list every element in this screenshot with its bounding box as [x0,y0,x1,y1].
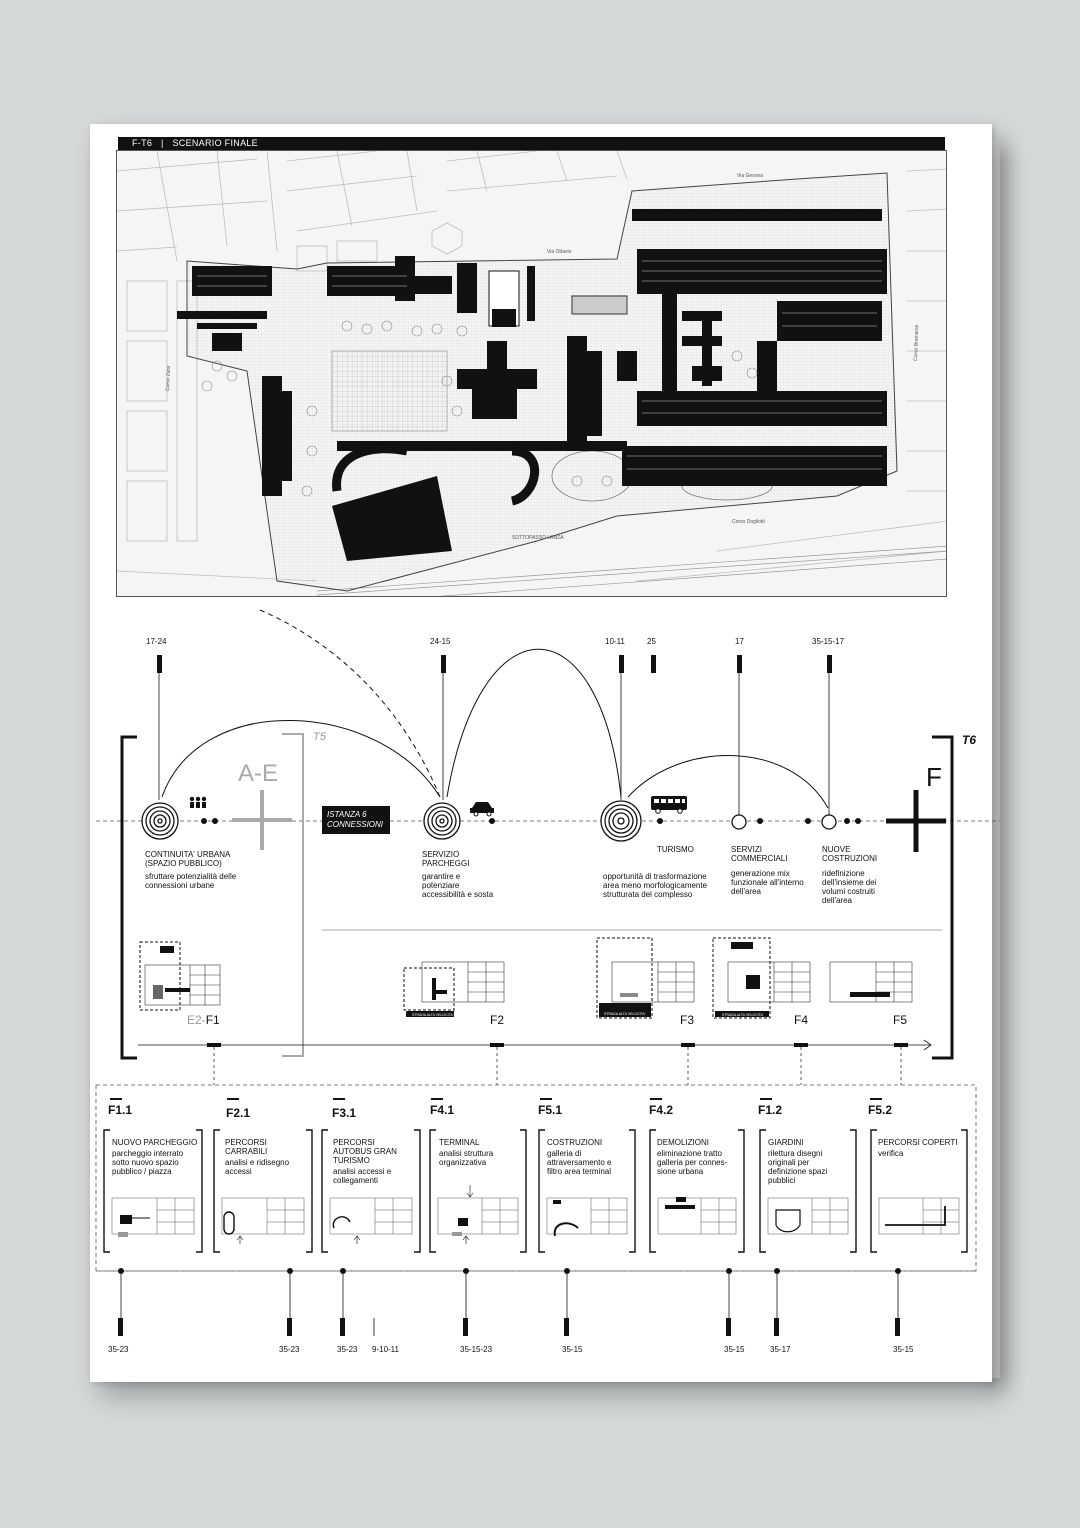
card-6-code: F4.2 [649,1103,674,1117]
node-6-desc: ridefinizione dell'insieme dei volumi co… [822,869,877,905]
node-1: CONTINUITA' URBANA (SPAZIO PUBBLICO) sfr… [145,850,240,890]
node-5: SERVIZI COMMERCIALI generazione mix funz… [731,845,811,896]
card-7-title: GIARDINI [768,1138,804,1147]
top-code-4: 25 [647,637,656,646]
card-8-desc: verifica [878,1149,904,1158]
card-3: PERCORSI AUTOBUS GRAN TURISMO analisi ac… [333,1138,413,1185]
car-icon [470,802,494,817]
street-label-mid: Via Ottavio [547,249,572,255]
card-5-code: F5.1 [538,1103,563,1117]
node-6-title: NUOVE COSTRUZIONI [822,845,878,863]
node-2-desc: garantire e potenziare accessibilità e s… [422,872,494,899]
phase-f1: E2-F1 [187,1013,220,1027]
bottom-code-5: 35-15 [562,1345,583,1354]
istanza-line-1: ISTANZA 6 [327,810,367,819]
bus-icon [651,796,687,814]
top-code-1: 17-24 [146,637,167,646]
top-code-5: 17 [735,637,744,646]
card-8-title: PERCORSI COPERTI [878,1138,958,1147]
card-1-code: F1.1 [108,1103,133,1117]
card-7-code: F1.2 [758,1103,783,1117]
header-bar: F-T6 | SCENARIO FINALE [118,137,945,150]
phase-f2: F2 [490,1013,505,1027]
header-code: F-T6 [132,138,153,148]
phase-f1-label: F1 [205,1013,220,1027]
card-8-code: F5.2 [868,1103,893,1117]
strip-label-f4: STRADA ALTA VELOCITA' [722,1013,764,1017]
card-2-code: F2.1 [226,1106,251,1120]
card-3-title: PERCORSI AUTOBUS GRAN TURISMO [333,1138,397,1165]
card-5-title: COSTRUZIONI [547,1138,603,1147]
phase-f3: F3 [680,1013,695,1027]
istanza-box: ISTANZA 6 CONNESSIONI [322,806,390,834]
card-7-desc: rilettura disegni originali per definizi… [768,1149,828,1185]
strip-label-f2: STRADA ALTA VELOCITA' [412,1013,454,1017]
stage-label: F [926,762,942,792]
prev-tag: T5 [313,731,326,743]
top-code-2: 24-15 [430,637,451,646]
istanza-line-2: CONNESSIONI [327,820,384,829]
card-6-desc: eliminazione tratto galleria per connes-… [657,1149,728,1176]
street-label-bottom: Corso Dogliotti [732,519,765,525]
card-1: NUOVO PARCHEGGIO parcheggio interrato so… [112,1138,200,1176]
card-2: PERCORSI CARRABILI analisi e ridisegno a… [225,1138,305,1176]
card-2-title: PERCORSI CARRABILI [225,1138,268,1156]
node-3-desc: opportunità di trasformazione area meno … [603,872,708,899]
card-4-desc: analisi struttura organizzativa [439,1149,494,1167]
phase-f5: F5 [893,1013,908,1027]
bottom-code-extra: 9-10-11 [372,1345,399,1354]
node-4-title: TURISMO [657,845,694,854]
node-5-desc: generazione mix funzionale all'interno d… [731,869,804,896]
card-7: GIARDINI rilettura disegni originali per… [768,1138,848,1185]
node-1-title: CONTINUITA' URBANA (SPAZIO PUBBLICO) [145,850,230,868]
card-8: PERCORSI COPERTI verifica [878,1138,958,1158]
card-5: COSTRUZIONI galleria di attraversamento … [547,1138,627,1176]
node-3: opportunità di trasformazione area meno … [603,872,713,899]
card-1-title: NUOVO PARCHEGGIO [112,1138,198,1147]
node-2: SERVIZIO PARCHEGGI garantire e potenziar… [422,850,497,899]
card-6-title: DEMOLIZIONI [657,1138,710,1147]
bottom-code-7: 35-17 [770,1345,791,1354]
header-separator: | [161,138,164,148]
top-code-3: 10-11 [605,637,625,646]
phase-f4: F4 [794,1013,809,1027]
prev-stage-label: A-E [238,760,279,787]
card-4-code: F4.1 [430,1103,455,1117]
top-code-6: 35-15-17 [812,637,845,646]
street-label-top: Via Genova [737,173,763,179]
people-icon [189,796,207,808]
node-6: NUOVE COSTRUZIONI ridefinizione dell'ins… [822,845,900,905]
strip-label-f3: STRADA ALTA VELOCITA' [604,1012,646,1016]
site-plan-drawing: Via Genova Via Ottavio Corso Dogliotti S… [117,151,946,596]
card-2-desc: analisi e ridisegno accessi [225,1158,290,1176]
card-3-code: F3.1 [332,1106,357,1120]
card-3-desc: analisi accessi e collegamenti [333,1167,392,1185]
node-2-title: SERVIZIO PARCHEGGI [422,850,470,868]
card-4-title: TERMINAL [439,1138,480,1147]
card-4: TERMINAL analisi struttura organizzativa [439,1138,517,1167]
street-label-left: Corso Zara [165,366,172,391]
site-plan: Via Genova Via Ottavio Corso Dogliotti S… [116,150,947,597]
node-4: TURISMO [657,845,717,854]
node-1-desc: sfruttare potenzialità delle connessioni… [145,872,237,890]
phase-f1-prefix: E2- [187,1013,206,1027]
card-6: DEMOLIZIONI eliminazione tratto galleria… [657,1138,737,1176]
bottom-code-2: 35-23 [279,1345,300,1354]
underpass-label: SOTTOPASSO LANZA [512,535,564,541]
bottom-code-8: 35-15 [893,1345,914,1354]
card-1-desc: parcheggio interrato sotto nuovo spazio … [112,1149,184,1176]
street-label-right: Corso Bramante [913,324,920,361]
node-5-title: SERVIZI COMMERCIALI [731,845,788,863]
bottom-code-4: 35-15-23 [460,1345,493,1354]
card-5-desc: galleria di attraversamento e filtro are… [547,1149,612,1176]
bottom-code-6: 35-15 [724,1345,745,1354]
header-title: SCENARIO FINALE [172,138,258,148]
bottom-code-1: 35-23 [108,1345,129,1354]
stage-tag: T6 [962,733,977,747]
bottom-code-3: 35-23 [337,1345,358,1354]
